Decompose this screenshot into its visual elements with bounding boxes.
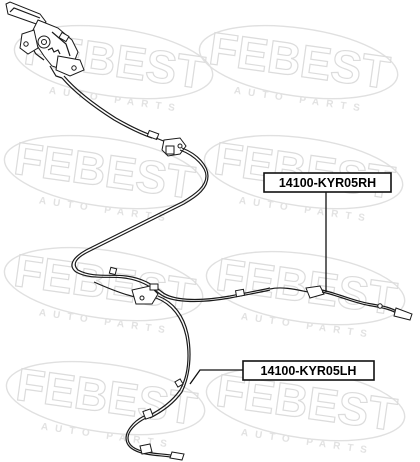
watermark-logo: FEBEST AUTO PARTS xyxy=(198,21,399,115)
part-number-rh: 14100-KYR05RH xyxy=(279,176,376,190)
front-cable xyxy=(61,75,187,157)
watermark-logo: FEBEST AUTO PARTS xyxy=(205,247,406,341)
leader-lines xyxy=(189,190,327,385)
watermark-layer: FEBEST AUTO PARTS FEBEST AUTO PARTS FEBE… xyxy=(3,21,406,457)
watermark-logo: FEBEST AUTO PARTS xyxy=(5,357,206,451)
part-number-lh: 14100-KYR05LH xyxy=(261,364,357,378)
part-label-rh: 14100-KYR05RH xyxy=(263,172,392,193)
watermark-logo: FEBEST AUTO PARTS xyxy=(3,243,204,337)
leader-line-lh xyxy=(189,369,243,385)
handbrake-lever-assembly xyxy=(5,1,85,79)
rear-cable-lh xyxy=(93,281,191,461)
rear-cable-rh xyxy=(71,147,413,321)
part-label-lh: 14100-KYR05LH xyxy=(242,360,375,381)
